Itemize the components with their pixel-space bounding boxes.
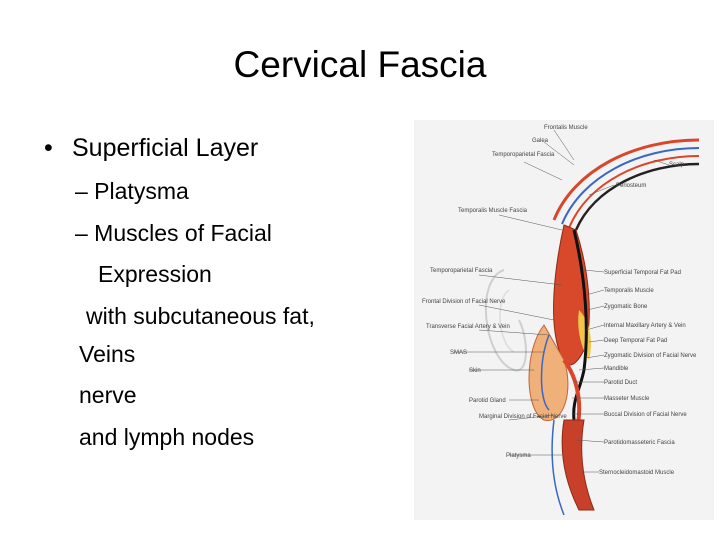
label-mandible: Mandible xyxy=(604,366,629,372)
bullet-item: • Superficial Layer xyxy=(44,134,258,163)
label-smas: SMAS xyxy=(450,350,467,356)
label-scalp: Scalp xyxy=(669,162,685,168)
label-parotid-gland: Parotid Gland xyxy=(469,398,506,404)
sub-item-veins: Veins xyxy=(79,341,136,367)
label-platysma: Platysma xyxy=(506,453,531,459)
label-buccal-division: Buccal Division of Facial Nerve xyxy=(604,412,687,418)
label-galea: Galea xyxy=(532,138,549,144)
label-scm: Sternocleidomastoid Muscle xyxy=(599,470,675,476)
label-skin: Skin xyxy=(469,368,481,374)
label-parotidomasseteric: Parotidomasseteric Fascia xyxy=(604,440,675,446)
label-marginal-division: Marginal Division of Facial Nerve xyxy=(479,414,567,420)
slide-title: Cervical Fascia xyxy=(233,44,487,85)
label-periosteum: Periosteum xyxy=(616,183,646,189)
label-masseter: Masseter Muscle xyxy=(604,396,650,402)
label-frontal-division: Frontal Division of Facial Nerve xyxy=(422,299,506,305)
label-internal-maxillary: Internal Maxillary Artery & Vein xyxy=(604,323,686,329)
sub-item-lymph-nodes: and lymph nodes xyxy=(79,424,255,450)
bullet-text: Superficial Layer xyxy=(72,134,259,162)
label-deep-fat-pad: Deep Temporal Fat Pad xyxy=(604,338,667,344)
sub-item-expression: Expression xyxy=(98,261,212,287)
label-temporoparietal: Temporoparietal Fascia xyxy=(430,268,493,274)
label-temporalis-fascia: Temporalis Muscle Fascia xyxy=(458,208,528,214)
bullet-glyph: • xyxy=(44,134,53,162)
anatomy-illustration: Frontalis Muscle Galea Temporoparietal F… xyxy=(422,125,700,516)
label-frontalis: Frontalis Muscle xyxy=(544,125,588,131)
sub-item-nerve: nerve xyxy=(79,382,137,408)
sub-item-platysma: – Platysma xyxy=(75,178,189,204)
label-temporoparietal-top: Temporoparietal Fascia xyxy=(492,152,555,158)
label-temporalis-muscle: Temporalis Muscle xyxy=(604,288,654,294)
label-transverse-facial: Transverse Facial Artery & Vein xyxy=(426,324,510,330)
anatomy-figure: Frontalis Muscle Galea Temporoparietal F… xyxy=(414,120,714,520)
label-superficial-fat-pad: Superficial Temporal Fat Pad xyxy=(604,270,681,276)
sub-item-subcutaneous-fat: with subcutaneous fat, xyxy=(86,303,315,329)
label-zygomatic-bone: Zygomatic Bone xyxy=(604,304,648,310)
label-parotid-duct: Parotid Duct xyxy=(604,380,637,386)
label-zygomatic-division: Zygomatic Division of Facial Nerve xyxy=(604,353,697,359)
sub-item-facial-muscles: – Muscles of Facial xyxy=(75,220,272,246)
